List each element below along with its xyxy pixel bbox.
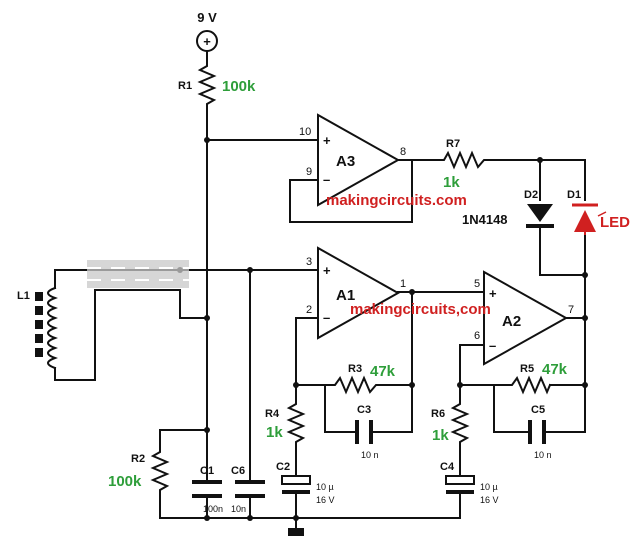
capacitor-c3: C3 10 n [355,404,379,460]
value-label: 100k [108,473,142,490]
svg-text:9: 9 [306,166,312,178]
watermark-text: makingcircuits.com [326,192,467,209]
svg-text:R1: R1 [178,80,192,92]
svg-text:R4: R4 [265,408,280,420]
svg-text:L1: L1 [17,290,30,302]
svg-text:A1: A1 [336,287,355,304]
diode-d2: D2 1N4148 [462,189,554,228]
capacitor-c6: C6 10n [231,465,265,514]
svg-text:16 V: 16 V [480,495,499,505]
svg-text:16 V: 16 V [316,495,335,505]
svg-text:–: – [323,172,330,187]
value-label: 1k [443,174,460,191]
svg-text:10 n: 10 n [361,450,379,460]
value-label: 1k [266,424,283,441]
opamp-a1: + – A1 3 2 1 [306,246,406,340]
svg-text:C2: C2 [276,461,290,473]
value-label: 47k [370,363,396,380]
svg-text:10: 10 [299,126,311,138]
value-label: 1k [432,427,449,444]
opamp-a2: + – A2 5 6 7 [474,270,574,366]
shielded-cable-overlay [87,260,189,288]
svg-text:2: 2 [306,304,312,316]
svg-text:8: 8 [400,146,406,158]
svg-text:R5: R5 [520,363,534,375]
resistor-r4: R4 1k [265,399,306,449]
value-label: 100k [222,78,256,95]
svg-text:10 µ: 10 µ [316,482,334,492]
opamp-a3: + – A3 10 9 8 [299,113,406,207]
svg-text:1: 1 [400,278,406,290]
svg-text:5: 5 [474,278,480,290]
svg-text:–: – [323,310,330,325]
resistor-r7: R7 1k [439,138,491,191]
supply-terminal: + 9 V [196,10,218,52]
coil-l1: L1 [17,286,58,370]
resistor-r6: R6 1k [431,399,470,449]
svg-text:D2: D2 [524,189,538,201]
resistor-r5: R5 47k [493,361,568,395]
value-label: 47k [542,361,568,378]
svg-text:6: 6 [474,330,480,342]
svg-text:C5: C5 [531,404,545,416]
svg-text:C1: C1 [200,465,214,477]
resistor-r1: R1 100k [178,61,256,109]
svg-text:D1: D1 [567,189,581,201]
diode-d1-led: D1 LED [567,189,630,235]
svg-text:C4: C4 [440,461,455,473]
svg-text:A3: A3 [336,153,355,170]
svg-text:10n: 10n [231,504,246,514]
svg-text:+: + [489,286,497,301]
wiring [54,51,586,529]
svg-text:7: 7 [568,304,574,316]
capacitor-c2: C2 10 µ 16 V [276,461,335,505]
svg-text:100n: 100n [203,504,223,514]
capacitor-c1: C1 100n [192,465,223,514]
led-label: LED [600,214,630,231]
svg-text:3: 3 [306,256,312,268]
svg-text:10 µ: 10 µ [480,482,498,492]
capacitor-c4: C4 10 µ 16 V [440,461,499,505]
svg-text:R3: R3 [348,363,362,375]
svg-text:+: + [203,34,211,49]
svg-text:–: – [489,338,496,353]
svg-text:+: + [323,133,331,148]
svg-text:C6: C6 [231,465,245,477]
svg-text:A2: A2 [502,313,521,330]
supply-label: 9 V [197,10,217,25]
junction-dots [177,137,588,521]
svg-text:R7: R7 [446,138,460,150]
capacitor-c5: C5 10 n [528,404,552,460]
resistor-r3: R3 47k [324,363,396,395]
watermark-text: makingcircuits,com [350,301,491,318]
svg-text:10 n: 10 n [534,450,552,460]
svg-text:R6: R6 [431,408,445,420]
svg-text:+: + [323,263,331,278]
svg-text:C3: C3 [357,404,371,416]
resistor-r2: R2 100k [108,447,170,497]
ground-symbol [288,528,304,536]
diode-part-number: 1N4148 [462,212,508,227]
svg-text:R2: R2 [131,453,145,465]
